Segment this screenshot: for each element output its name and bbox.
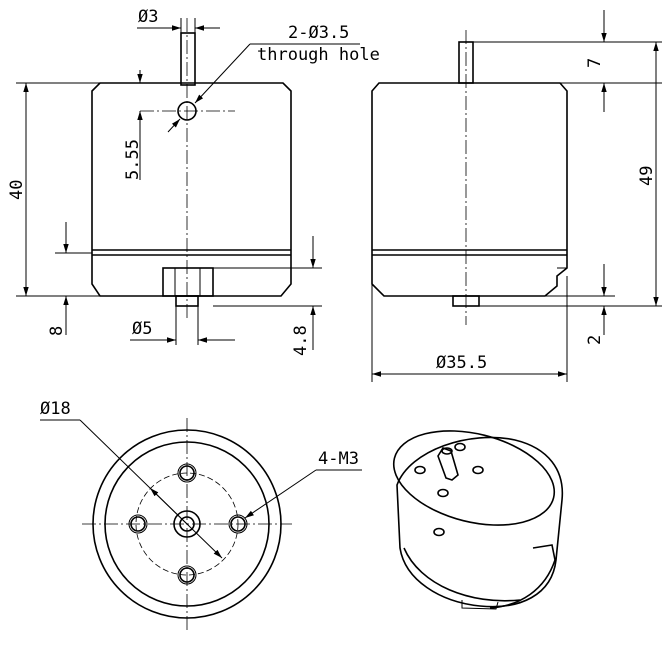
front-shaft	[180, 32, 196, 86]
isometric-view	[392, 430, 564, 610]
front-view	[91, 18, 292, 320]
side-body	[371, 82, 568, 297]
dim-total-length: 49	[479, 42, 662, 307]
iso-side-hole	[433, 527, 445, 537]
iso-hole-4	[437, 488, 449, 498]
dim-rear-boss: 2	[545, 264, 615, 345]
dim-shaft-length: 7	[473, 10, 662, 112]
front-rear-boss	[162, 267, 214, 297]
thread-spec-label: 4-M3	[318, 449, 359, 469]
hole-note-label: through hole	[257, 45, 380, 65]
front-length-label: 40	[7, 180, 27, 200]
rear-boss-label: 2	[585, 335, 605, 345]
dim-boss-diameter: Ø5	[130, 306, 235, 345]
dim-lower-band: 8	[47, 222, 92, 336]
side-view	[371, 30, 568, 325]
hole-offset-label: 5.55	[123, 139, 143, 180]
boss-height-label: 4.8	[291, 325, 311, 356]
hole-spec-label: 2-Ø3.5	[288, 23, 349, 43]
dim-bolt-circle: Ø18	[40, 399, 223, 559]
dim-hole-offset: 5.55	[123, 70, 180, 180]
iso-hole-1	[454, 442, 466, 452]
dim-shaft-diameter: Ø3	[137, 7, 220, 33]
boss-diameter-label: Ø5	[132, 319, 152, 339]
total-length-label: 49	[637, 166, 657, 186]
rear-view	[82, 418, 292, 632]
lower-band-label: 8	[47, 326, 67, 336]
iso-body	[396, 436, 564, 608]
body-diameter-label: Ø35.5	[436, 353, 487, 373]
dim-front-length: 40	[7, 82, 100, 297]
bolt-circle-label: Ø18	[40, 399, 71, 419]
shaft-diameter-label: Ø3	[138, 7, 158, 27]
iso-hole-2	[472, 465, 484, 475]
dim-body-diameter: Ø35.5	[371, 276, 568, 382]
dim-thread: 4-M3	[244, 449, 362, 519]
front-body	[91, 82, 292, 297]
iso-hole-3	[414, 465, 426, 475]
iso-shaft	[437, 447, 459, 481]
iso-top-face	[392, 430, 556, 526]
shaft-length-label: 7	[585, 58, 605, 68]
dim-through-hole: 2-Ø3.5 through hole	[167, 23, 380, 133]
dim-boss-height: 4.8	[213, 236, 322, 356]
